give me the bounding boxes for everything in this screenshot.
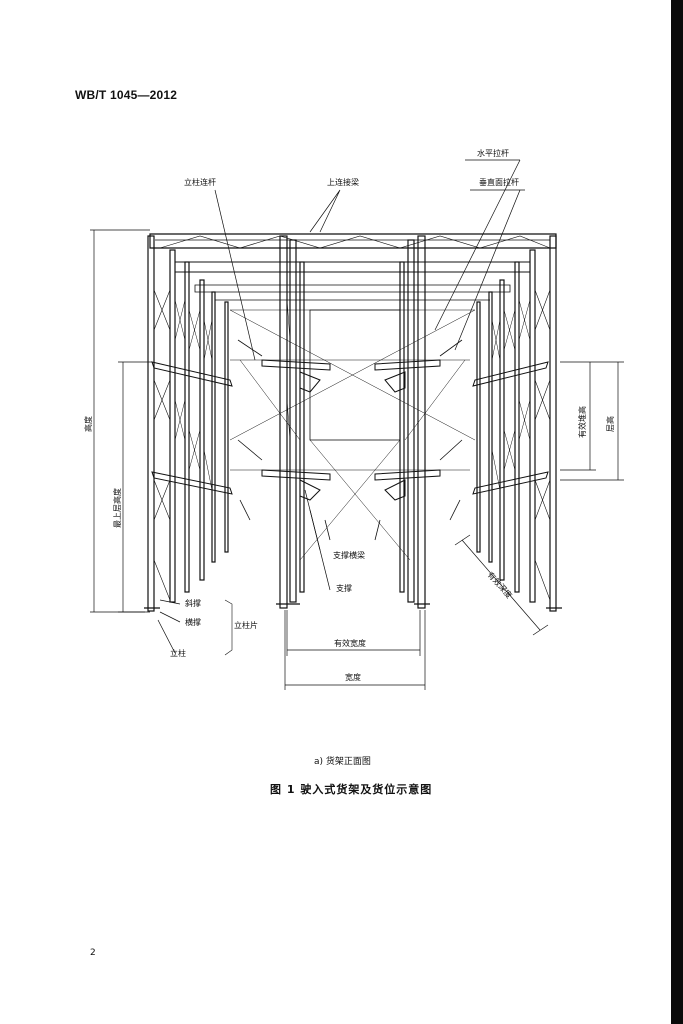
vertical-tie-label: 垂直面拉杆	[479, 177, 519, 187]
back-frame	[309, 309, 401, 441]
diagonal-brace-label: 斜撑	[185, 598, 201, 608]
left-upright-frame	[147, 235, 229, 612]
horizontal-brace-label: 横撑	[185, 617, 201, 627]
effective-width-label: 有效宽度	[334, 638, 366, 648]
support-label: 支撑	[336, 583, 352, 593]
column-tie-label: 立柱连杆	[184, 177, 216, 187]
standard-code: WB/T 1045—2012	[75, 88, 178, 102]
page-number: 2	[90, 948, 96, 958]
level-height-label: 层高	[605, 416, 615, 432]
right-upright-frame	[476, 235, 557, 612]
center-left-upright	[279, 235, 305, 609]
horizontal-tie-label: 水平拉杆	[477, 148, 509, 158]
width-label: 宽度	[345, 672, 361, 682]
effective-depth-dim	[461, 539, 541, 631]
scan-edge	[671, 0, 683, 1024]
center-right-upright	[399, 235, 426, 609]
support-beam-label: 支撑横梁	[333, 550, 365, 560]
lower-level-rails	[151, 469, 549, 501]
height-label: 高度	[83, 416, 93, 432]
top-frame-beam	[149, 233, 557, 249]
upright-frame-label: 立柱片	[234, 620, 258, 630]
figure-caption: 图 1 驶入式货架及货位示意图	[270, 783, 433, 796]
upper-level-rails	[151, 359, 549, 393]
effective-clear-height-label: 有效堆高	[577, 406, 587, 438]
upright-label: 立柱	[170, 648, 186, 658]
figure-subcaption: a) 货架正面图	[314, 757, 371, 767]
top-beam-label: 上连接梁	[327, 177, 359, 187]
dimension-lines	[90, 159, 624, 690]
top-level-height-label: 最上层高度	[112, 488, 122, 528]
